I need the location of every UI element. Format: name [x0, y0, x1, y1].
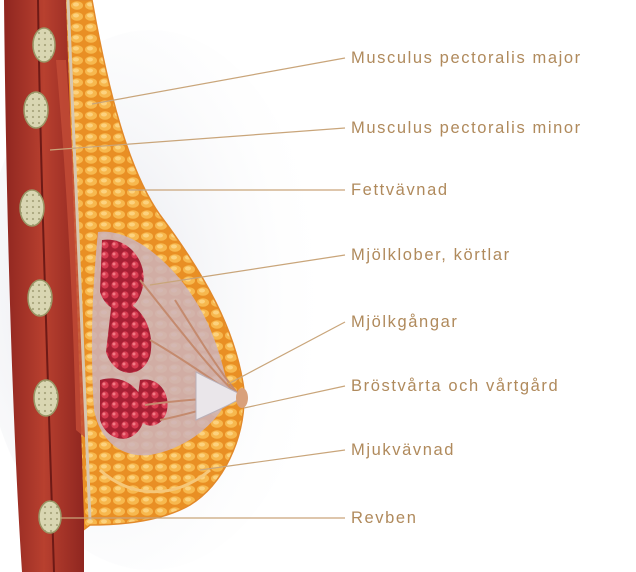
label-revben: Revben — [351, 508, 417, 528]
label-pectoralis-major: Musculus pectoralis major — [351, 48, 582, 68]
label-mjolkgangar: Mjölkgångar — [351, 312, 458, 332]
label-fettvavnad: Fettvävnad — [351, 180, 449, 200]
label-pectoralis-minor: Musculus pectoralis minor — [351, 118, 582, 138]
label-mjolklober: Mjölklober, körtlar — [351, 245, 511, 265]
label-brostvarta: Bröstvårta och vårtgård — [351, 376, 559, 396]
label-mjukvavnad: Mjukvävnad — [351, 440, 455, 460]
nipple — [236, 388, 248, 408]
